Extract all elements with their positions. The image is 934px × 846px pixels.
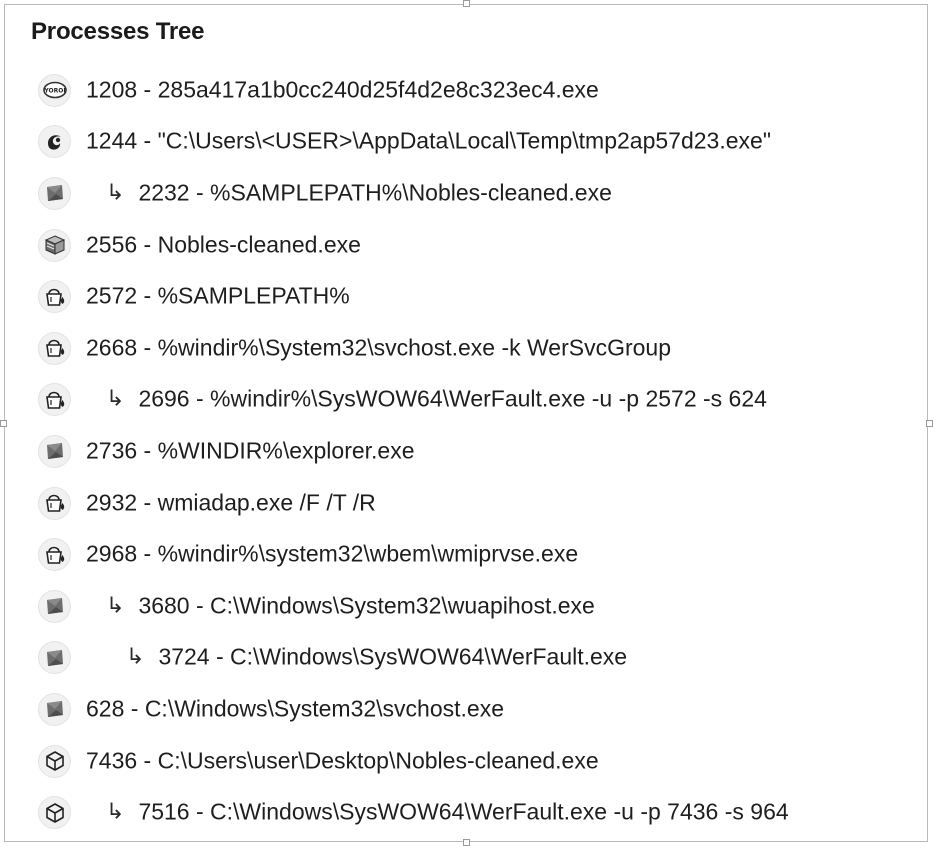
window-icon: [38, 176, 71, 210]
panel-title: Processes Tree: [31, 18, 205, 45]
bucket-icon: [38, 331, 71, 365]
bucket-icon: [38, 486, 71, 520]
process-label: ↳ 2696 - %windir%\SysWOW64\WerFault.exe -…: [106, 386, 767, 413]
process-row[interactable]: 2556 - Nobles-cleaned.exe: [0, 219, 934, 271]
process-label: 2668 - %windir%\System32\svchost.exe -k …: [86, 334, 671, 361]
process-row[interactable]: 628 - C:\Windows\System32\svchost.exe: [0, 683, 934, 735]
process-row[interactable]: ↳ 7516 - C:\Windows\SysWOW64\WerFault.exe…: [0, 786, 934, 838]
bucket-icon: [38, 383, 71, 417]
processes-tree-panel: [4, 4, 928, 842]
child-arrow-icon: ↳: [106, 799, 125, 825]
child-arrow-icon: ↳: [106, 386, 125, 412]
cube-icon: [38, 744, 71, 778]
window-icon: [38, 589, 71, 623]
process-text: 2232 - %SAMPLEPATH%\Nobles-cleaned.exe: [138, 179, 612, 206]
process-text: 2556 - Nobles-cleaned.exe: [86, 231, 361, 258]
process-text: 628 - C:\Windows\System32\svchost.exe: [86, 695, 504, 722]
process-tree: YOROI 1208 - 285a417a1b0cc240d25f4d2e8c32…: [0, 64, 934, 838]
process-row[interactable]: ↳ 2696 - %windir%\SysWOW64\WerFault.exe -…: [0, 374, 934, 426]
child-arrow-icon: ↳: [106, 180, 125, 206]
process-label: ↳ 2232 - %SAMPLEPATH%\Nobles-cleaned.exe: [106, 179, 612, 206]
process-row[interactable]: ↳ 3680 - C:\Windows\System32\wuapihost.ex…: [0, 580, 934, 632]
process-label: ↳ 7516 - C:\Windows\SysWOW64\WerFault.exe…: [106, 799, 789, 826]
resize-handle-left[interactable]: [0, 420, 7, 427]
process-text: 2696 - %windir%\SysWOW64\WerFault.exe -u…: [138, 385, 767, 412]
child-arrow-icon: ↳: [106, 593, 125, 619]
process-text: 7436 - C:\Users\user\Desktop\Nobles-clea…: [86, 747, 599, 774]
process-text: 3724 - C:\Windows\SysWOW64\WerFault.exe: [158, 643, 628, 670]
process-label: 628 - C:\Windows\System32\svchost.exe: [86, 695, 504, 722]
window-icon: [38, 434, 71, 468]
process-label: 2572 - %SAMPLEPATH%: [86, 283, 350, 310]
resize-handle-top[interactable]: [463, 0, 470, 7]
process-label: 7436 - C:\Users\user\Desktop\Nobles-clea…: [86, 747, 599, 774]
window-icon: [38, 692, 71, 726]
process-text: 2736 - %WINDIR%\explorer.exe: [86, 437, 415, 464]
svg-text:YOROI: YOROI: [43, 88, 65, 95]
cube-icon: [38, 796, 71, 830]
process-label: 2932 - wmiadap.exe /F /T /R: [86, 489, 376, 516]
child-arrow-icon: ↳: [126, 644, 145, 670]
resize-handle-right[interactable]: [926, 420, 933, 427]
process-row[interactable]: 2668 - %windir%\System32\svchost.exe -k …: [0, 322, 934, 374]
process-label: ↳ 3724 - C:\Windows\SysWOW64\WerFault.exe: [126, 644, 627, 671]
process-text: 2968 - %windir%\system32\wbem\wmiprvse.e…: [86, 540, 579, 567]
process-text: 7516 - C:\Windows\SysWOW64\WerFault.exe …: [138, 798, 789, 825]
package-icon: [38, 228, 71, 262]
process-label: 1208 - 285a417a1b0cc240d25f4d2e8c323ec4.…: [86, 76, 599, 103]
process-text: 1208 - 285a417a1b0cc240d25f4d2e8c323ec4.…: [86, 76, 599, 103]
process-label: ↳ 3680 - C:\Windows\System32\wuapihost.ex…: [106, 592, 595, 619]
process-row[interactable]: 2572 - %SAMPLEPATH%: [0, 270, 934, 322]
process-row[interactable]: 2736 - %WINDIR%\explorer.exe: [0, 425, 934, 477]
yoroi-icon: YOROI: [38, 73, 71, 107]
process-row[interactable]: 1244 - "C:\Users\<USER>\AppData\Local\Te…: [0, 116, 934, 168]
process-text: 2932 - wmiadap.exe /F /T /R: [86, 489, 376, 516]
window-icon: [38, 641, 71, 675]
process-row[interactable]: ↳ 3724 - C:\Windows\SysWOW64\WerFault.exe: [0, 632, 934, 684]
process-text: 2668 - %windir%\System32\svchost.exe -k …: [86, 334, 672, 361]
process-label: 1244 - "C:\Users\<USER>\AppData\Local\Te…: [86, 128, 771, 155]
process-row[interactable]: 7436 - C:\Users\user\Desktop\Nobles-clea…: [0, 735, 934, 787]
process-label: 2968 - %windir%\system32\wbem\wmiprvse.e…: [86, 541, 578, 568]
process-row[interactable]: 2932 - wmiadap.exe /F /T /R: [0, 477, 934, 529]
resize-handle-bottom[interactable]: [463, 839, 470, 846]
process-label: 2736 - %WINDIR%\explorer.exe: [86, 437, 415, 464]
process-text: 1244 - "C:\Users\<USER>\AppData\Local\Te…: [86, 127, 771, 154]
swirl-icon: [38, 125, 71, 159]
process-row[interactable]: 2968 - %windir%\system32\wbem\wmiprvse.e…: [0, 528, 934, 580]
process-row[interactable]: ↳ 2232 - %SAMPLEPATH%\Nobles-cleaned.exe: [0, 167, 934, 219]
bucket-icon: [38, 280, 71, 314]
bucket-icon: [38, 538, 71, 572]
process-label: 2556 - Nobles-cleaned.exe: [86, 231, 361, 258]
process-row[interactable]: YOROI 1208 - 285a417a1b0cc240d25f4d2e8c32…: [0, 64, 934, 116]
process-text: 2572 - %SAMPLEPATH%: [86, 282, 350, 309]
process-text: 3680 - C:\Windows\System32\wuapihost.exe: [138, 592, 595, 619]
